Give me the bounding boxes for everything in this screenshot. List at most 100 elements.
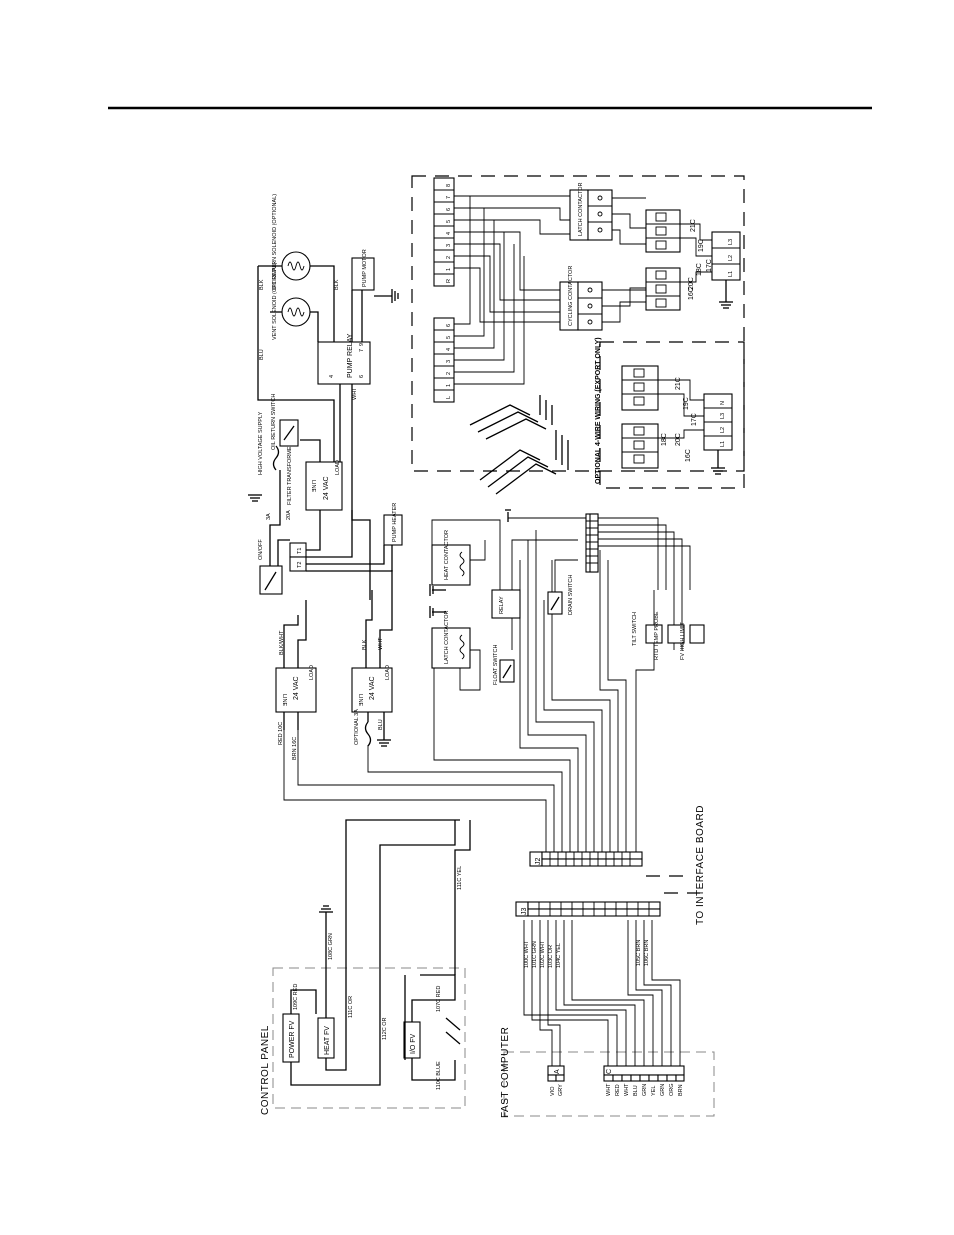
wire-label-blk-d: BLK xyxy=(334,279,340,290)
svg-text:4: 4 xyxy=(329,375,335,378)
opt-lead-17c: 17C xyxy=(691,413,698,426)
wire-label-102c: 102C WHT xyxy=(540,940,546,968)
svg-text:ON/OFF: ON/OFF xyxy=(258,539,264,560)
pump-motor: PUMP MOTOR xyxy=(351,249,375,291)
float-switch: FLOAT SWITCH xyxy=(493,645,515,685)
svg-text:LOAD: LOAD xyxy=(385,665,391,680)
svg-text:C: C xyxy=(606,1069,613,1074)
svg-text:HIGH VOLTAGE SUPPLY: HIGH VOLTAGE SUPPLY xyxy=(258,411,264,475)
pump-ground xyxy=(374,289,399,303)
svg-text:BLU: BLU xyxy=(633,1085,639,1096)
lead-17c: 17C xyxy=(706,259,713,272)
tilt-switch: TILT SWITCH xyxy=(632,612,663,646)
svg-text:2: 2 xyxy=(446,256,452,259)
svg-text:LATCH CONTACTOR: LATCH CONTACTOR xyxy=(444,610,450,664)
svg-text:GRY: GRY xyxy=(558,1084,564,1096)
svg-text:LOAD: LOAD xyxy=(309,665,315,680)
ground-symbol xyxy=(319,905,333,945)
svg-text:OIL RETURN SWITCH: OIL RETURN SWITCH xyxy=(271,394,277,450)
wire-label-blk-c: BLK xyxy=(259,279,265,290)
svg-text:TILT SWITCH: TILT SWITCH xyxy=(632,612,638,646)
svg-text:OPTIONAL 3A: OPTIONAL 3A xyxy=(354,709,360,745)
latch-contactor-b: LATCH CONTACTOR xyxy=(431,610,471,669)
opt-lead-19c: 19C xyxy=(683,397,690,410)
svg-text:I/O FV: I/O FV xyxy=(410,1033,417,1054)
svg-text:J2: J2 xyxy=(535,858,542,866)
svg-text:4: 4 xyxy=(446,232,452,235)
contactor-wiring xyxy=(431,519,578,691)
terminal-strip-wiring xyxy=(454,195,570,385)
wire-label-red-10c: RED 10C xyxy=(278,722,284,745)
opt-feeders xyxy=(658,379,704,439)
svg-text:BRN: BRN xyxy=(678,1084,684,1096)
svg-text:8: 8 xyxy=(446,184,452,187)
svg-text:L3: L3 xyxy=(720,413,726,419)
latch-contactor: LATCH CONTACTOR xyxy=(569,182,613,241)
wire-label-blk-b: BLK xyxy=(362,639,368,650)
oil-return-solenoid: OIL RETURN SOLENOID (OPTIONAL) xyxy=(272,194,311,290)
transformer-24vac-b: 24 VAC LINE LOAD xyxy=(351,665,393,713)
rtd-probe: RTD TEMP PROBE xyxy=(654,611,685,660)
svg-text:RED: RED xyxy=(615,1084,621,1096)
svg-text:DRAIN SWITCH: DRAIN SWITCH xyxy=(568,575,574,615)
on-off-switch: ON/OFF xyxy=(258,539,283,595)
connector-a: A VIO GRY xyxy=(547,1065,565,1096)
svg-text:CYCLING CONTACTOR: CYCLING CONTACTOR xyxy=(568,266,574,326)
svg-text:24 VAC: 24 VAC xyxy=(293,676,300,700)
svg-text:ORG: ORG xyxy=(669,1083,675,1096)
sensor-wiring xyxy=(507,512,691,650)
terminal-strip-l: L 1 2 3 4 5 6 xyxy=(433,317,455,403)
svg-text:VENT SOLENOID (OPTIONAL): VENT SOLENOID (OPTIONAL) xyxy=(272,262,278,340)
oil-return-switch: OIL RETURN SWITCH xyxy=(271,394,299,450)
svg-text:T2: T2 xyxy=(297,562,303,568)
drain-switch: DRAIN SWITCH xyxy=(547,575,574,615)
opt-lead-18c: 18C xyxy=(661,433,668,446)
wire-label-109c: 109C RED xyxy=(293,984,299,1010)
lead-21c: 21C xyxy=(690,219,697,232)
opt-lead-20c: 20C xyxy=(675,433,682,446)
wire-label-brn-16c: BRN 16C xyxy=(292,737,298,760)
fast-computer-label: FAST COMPUTER xyxy=(500,1027,511,1118)
svg-text:FV HIGH LIMIT: FV HIGH LIMIT xyxy=(680,621,686,660)
svg-text:YEL: YEL xyxy=(651,1086,657,1096)
svg-text:T1: T1 xyxy=(297,548,303,554)
optional-4wire-label: OPTIONAL 4-WIRE WIRING (EXPORT ONLY) xyxy=(595,337,602,484)
wire-label-110c: 110C BLUE xyxy=(436,1061,442,1090)
wire-label-103c: 103C OR xyxy=(548,945,554,968)
wire-label-111c-yel: 111C YEL xyxy=(457,866,463,890)
transformer-wiring xyxy=(283,570,393,730)
svg-text:6: 6 xyxy=(359,375,365,378)
heat-contactor: HEAT CONTACTOR xyxy=(431,530,471,586)
wire-label-107c: 107C RED xyxy=(436,986,442,1012)
svg-text:7: 7 xyxy=(359,349,365,352)
svg-text:3: 3 xyxy=(446,360,452,363)
svg-text:L1: L1 xyxy=(720,441,726,447)
pump-relay: PUMP RELAY 4 6 7 9 xyxy=(317,333,371,385)
wire-label-106c: 106C BRN xyxy=(644,940,650,966)
control-panel-wiring xyxy=(290,819,471,1086)
svg-text:2: 2 xyxy=(446,372,452,375)
svg-text:OIL RETURN SOLENOID (OPTIONAL): OIL RETURN SOLENOID (OPTIONAL) xyxy=(272,194,278,290)
relay: RELAY xyxy=(491,589,521,619)
svg-text:R: R xyxy=(446,279,452,283)
svg-text:9: 9 xyxy=(359,343,365,346)
sensor-terminal-block xyxy=(585,513,599,573)
svg-text:L1: L1 xyxy=(728,271,734,277)
terminal-t1-t2: T1 T2 xyxy=(289,542,307,572)
io-fv-switch: I/O FV xyxy=(403,1017,461,1059)
ground-symbol-b xyxy=(377,712,391,747)
wire-label-blu-b: BLU xyxy=(378,719,384,730)
wire-label-104c: 104C YEL xyxy=(556,943,562,968)
control-panel-box xyxy=(272,967,466,1109)
svg-text:4: 4 xyxy=(446,348,452,351)
transformer-24vac-a: 24 VAC LINE LOAD xyxy=(275,665,317,713)
svg-text:L2: L2 xyxy=(720,427,726,433)
wire-label-108c: 108C GRN xyxy=(328,933,334,960)
wire-label-wht-b: WHT xyxy=(378,637,384,650)
solenoid-wiring xyxy=(257,265,371,600)
hi-limit: FV HIGH LIMIT xyxy=(680,621,705,660)
svg-text:PUMP RELAY: PUMP RELAY xyxy=(347,333,354,378)
svg-text:RELAY: RELAY xyxy=(499,596,505,614)
elements-lower xyxy=(602,267,681,323)
